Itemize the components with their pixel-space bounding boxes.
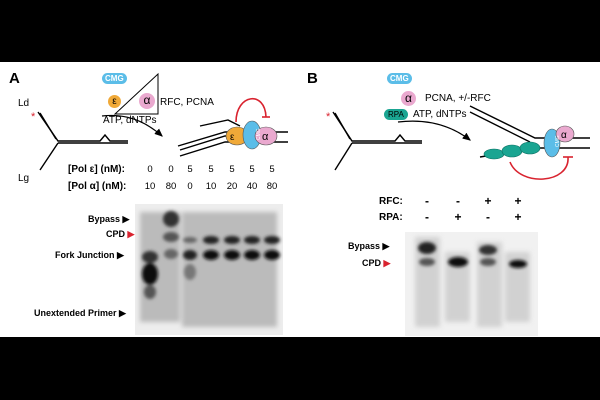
pol-epsilon-row-label: [Pol ε] (nM): — [68, 164, 125, 175]
lane-value: 0 — [187, 181, 193, 192]
lane-value: + — [514, 210, 522, 224]
reaction-arrow-b — [397, 120, 471, 141]
lane-value: - — [456, 194, 460, 208]
lane-value: 5 — [249, 164, 255, 175]
marker-cpd-b: CPD ▶ — [362, 258, 391, 268]
figure-panel-area: A B * — [0, 62, 600, 337]
marker-text: CPD — [106, 229, 126, 239]
lane-value: 80 — [266, 181, 278, 192]
lane-value: 10 — [144, 181, 156, 192]
rpa-filament — [483, 141, 541, 160]
marker-text: Bypass — [348, 241, 381, 251]
lane-value: + — [454, 210, 462, 224]
lesion-star-a: * — [31, 111, 36, 123]
pol-epsilon-icon: ε — [108, 95, 121, 108]
marker-text: Bypass — [88, 214, 121, 224]
panel-a-letter: A — [9, 70, 20, 87]
svg-text:α: α — [561, 130, 567, 141]
marker-unextended-primer: Unextended Primer ▶ — [34, 308, 126, 318]
factors-label-a: RFC, PCNA — [160, 97, 214, 108]
inhibition-arc-b — [509, 156, 569, 180]
lane-value: - — [425, 194, 429, 208]
lane-value: + — [484, 194, 492, 208]
leading-strand-label: Ld — [18, 98, 30, 109]
marker-fork-junction: Fork Junction ▶ — [55, 250, 124, 260]
svg-text:CMG: CMG — [256, 128, 262, 140]
panel-b-letter: B — [307, 70, 318, 87]
lane-value: 5 — [269, 164, 275, 175]
rpa-row-label: RPA: — [379, 212, 403, 223]
lane-value: 0 — [147, 164, 153, 175]
fork-substrate-a — [37, 111, 128, 171]
schematic-drawings: * ε α CMG — [31, 72, 590, 336]
rfc-row-label: RFC: — [379, 196, 403, 207]
svg-text:ε: ε — [230, 132, 235, 143]
factors-label-b: PCNA, +/-RFC — [425, 93, 491, 104]
lane-value: 40 — [246, 181, 258, 192]
fork-substrate-b — [332, 111, 422, 171]
lane-value: 0 — [168, 164, 174, 175]
marker-text: CPD — [362, 258, 382, 268]
pol-alpha-icon-b: α — [401, 91, 416, 106]
marker-bypass-b: Bypass ▶ — [348, 241, 390, 251]
atp-dntp-label-b: ATP, dNTPs — [413, 109, 467, 120]
gel-a — [135, 204, 283, 335]
lagging-strand-label: Lg — [18, 173, 30, 184]
pol-alpha-product — [254, 126, 278, 146]
marker-bypass-a: Bypass ▶ — [88, 214, 130, 224]
marker-cpd-a: CPD ▶ — [106, 229, 135, 239]
lane-value: + — [514, 194, 522, 208]
lesion-star-b: * — [326, 111, 331, 123]
lane-value: 5 — [208, 164, 214, 175]
lane-value: 5 — [229, 164, 235, 175]
marker-text: Fork Junction — [55, 250, 115, 260]
lane-value: - — [486, 210, 490, 224]
lane-value: 5 — [187, 164, 193, 175]
pol-alpha-product-b — [555, 125, 575, 143]
inhibition-arc-a — [235, 98, 267, 123]
svg-text:α: α — [262, 131, 269, 143]
lane-value: 20 — [226, 181, 238, 192]
atp-dntp-label-a: ATP, dNTPs — [103, 115, 157, 126]
marker-text: Unextended Primer — [34, 308, 117, 318]
lane-value: 10 — [205, 181, 217, 192]
lane-value: - — [425, 210, 429, 224]
lane-value: 80 — [165, 181, 177, 192]
cmg-badge-a: CMG — [102, 73, 127, 84]
cmg-badge-b: CMG — [387, 73, 412, 84]
svg-text:CMG: CMG — [555, 135, 561, 147]
gel-b — [405, 232, 538, 336]
reaction-arrow-a — [101, 114, 163, 137]
pol-alpha-row-label: [Pol α] (nM): — [68, 181, 127, 192]
rpa-badge: RPA — [384, 109, 408, 120]
pol-alpha-icon: α — [139, 93, 155, 109]
